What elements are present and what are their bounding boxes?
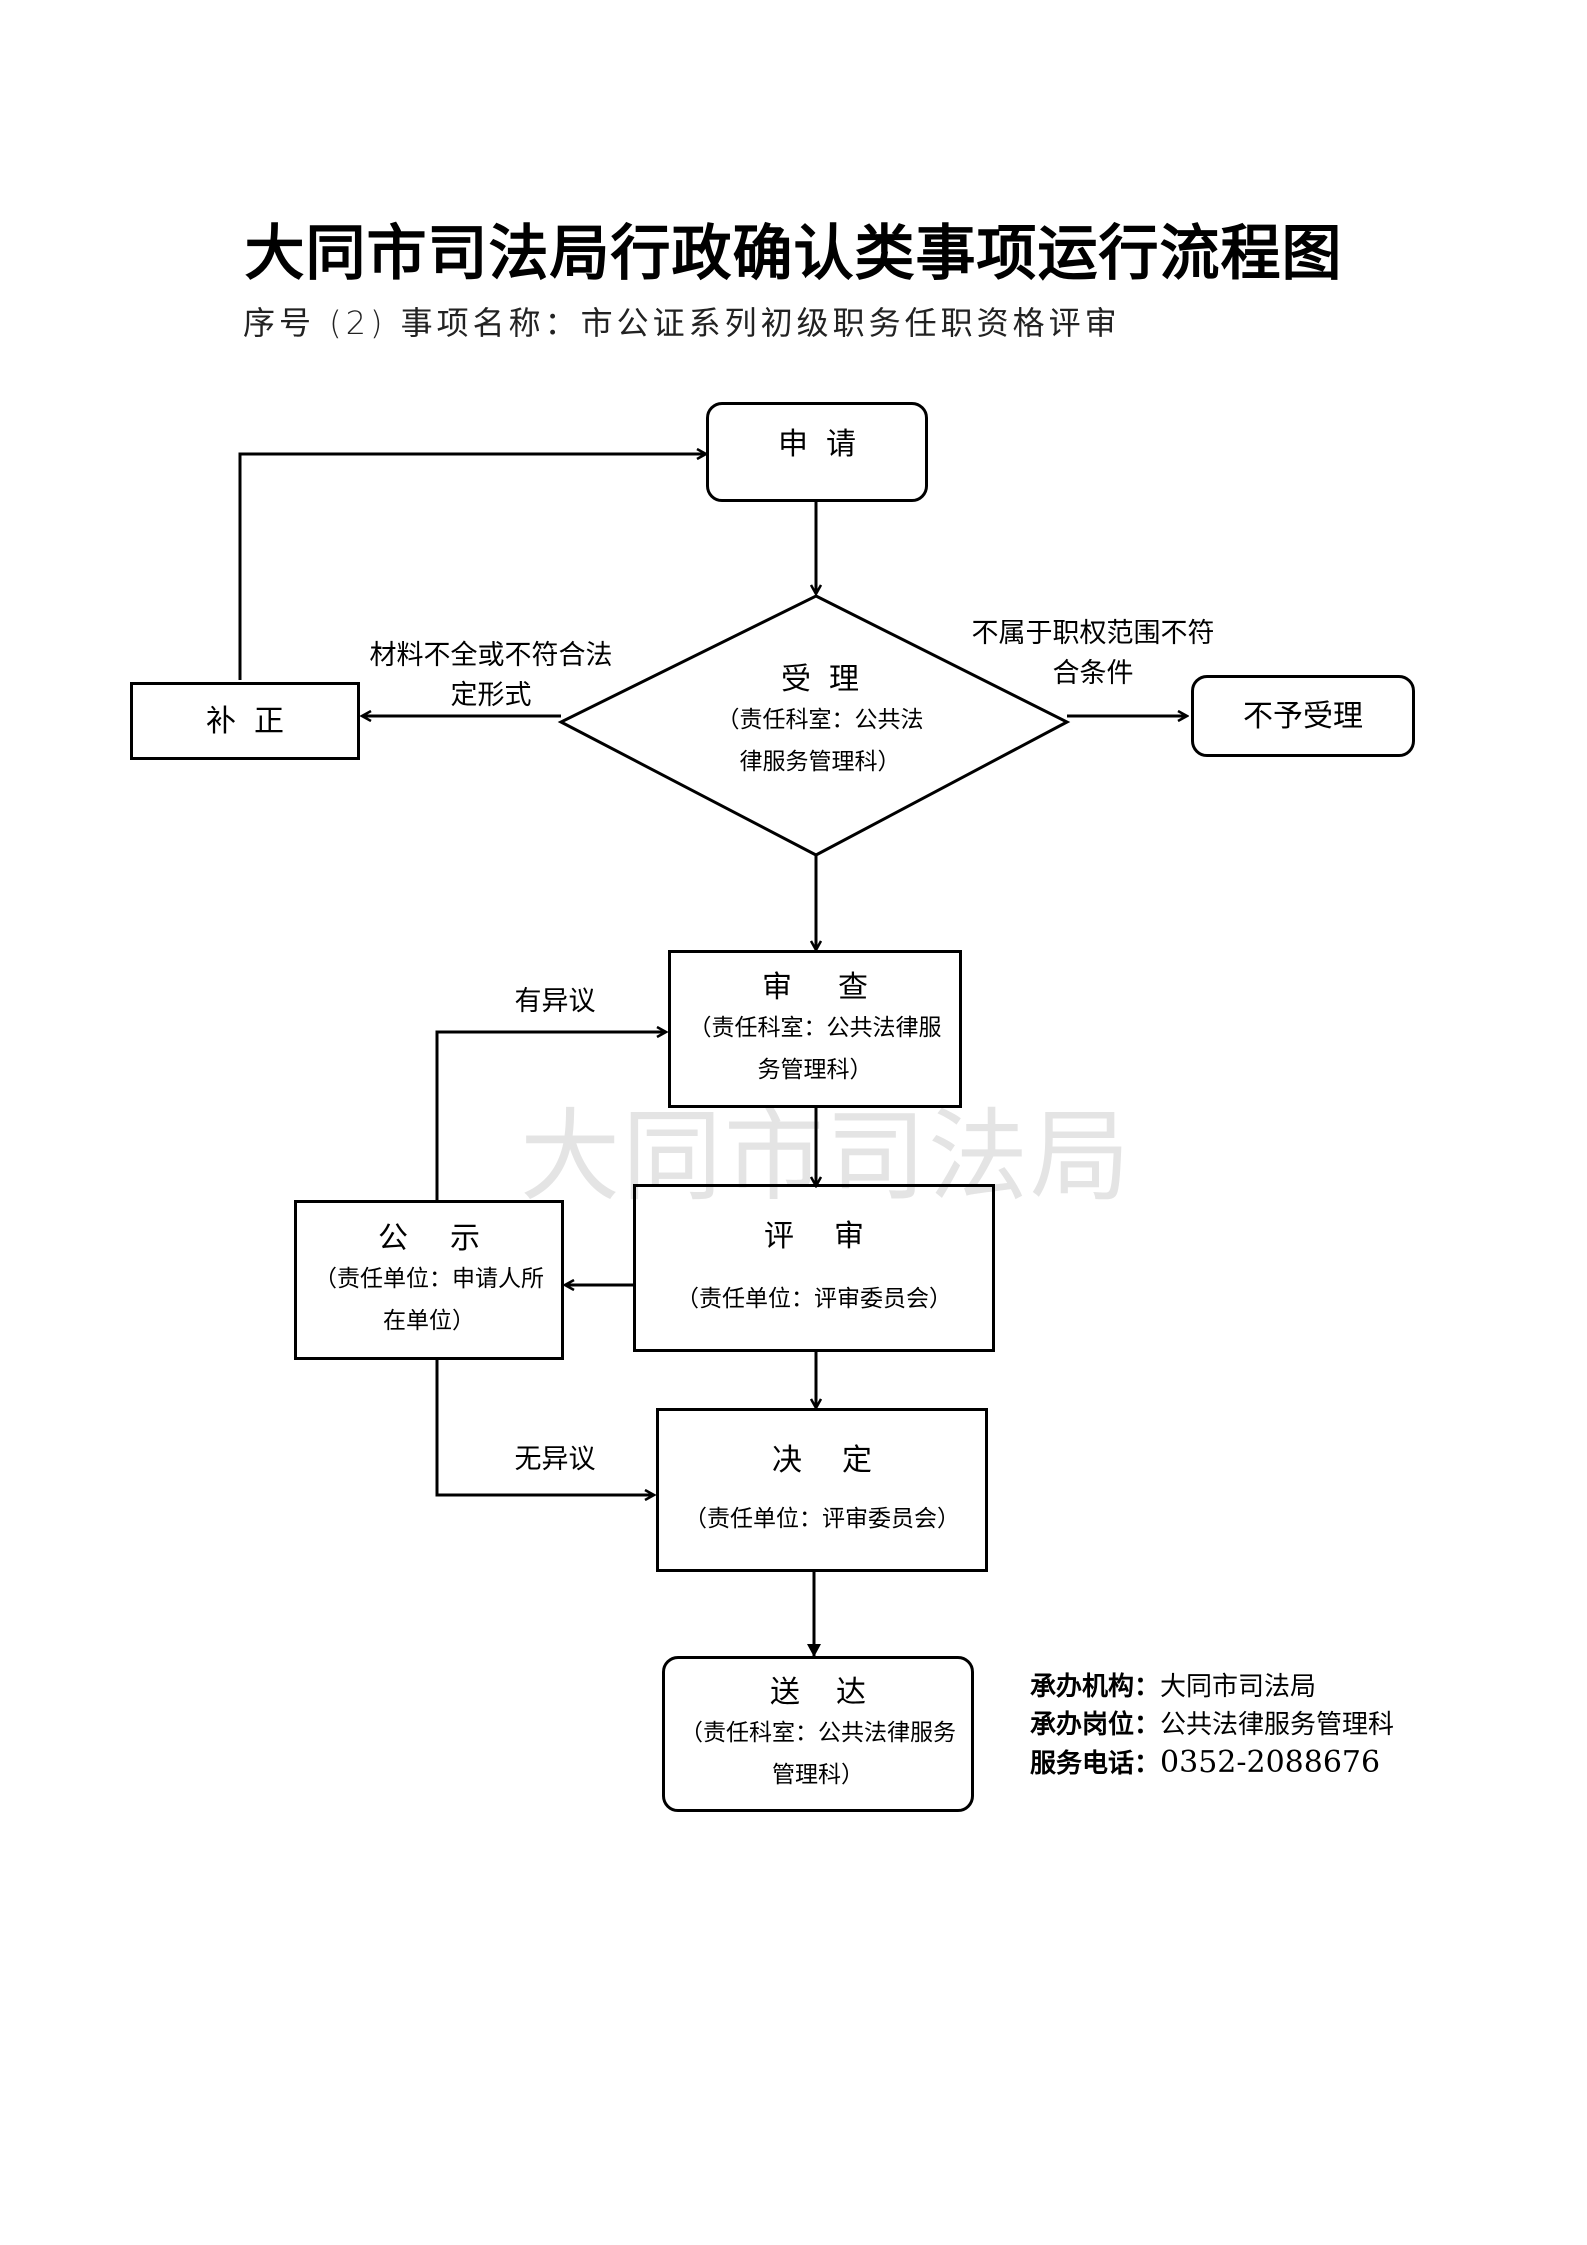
node-accept-title: 受理: [781, 662, 877, 697]
document-title: 大同市司法局行政确认类事项运行流程图: [244, 219, 1343, 289]
info-org-label: 承办机构：: [1030, 1672, 1161, 1702]
contact-info: 承办机构：大同市司法局 承办岗位：公共法律服务管理科 服务电话：0352-208…: [1030, 1668, 1394, 1783]
node-evaluate-sub: （责任单位：评审委员会）: [676, 1285, 952, 1312]
info-phone-label: 服务电话：: [1030, 1749, 1161, 1779]
node-apply-title: 申请: [778, 427, 874, 462]
info-post-label: 承办岗位：: [1030, 1710, 1161, 1740]
node-review-sub: （责任科室：公共法律服务管理科）: [688, 1014, 942, 1083]
node-deliver: 送达 （责任科室：公共法律服务管理科）: [662, 1656, 974, 1812]
node-reject-title: 不予受理: [1243, 698, 1363, 734]
node-supplement-title: 补正: [206, 703, 302, 739]
info-post: 承办岗位：公共法律服务管理科: [1030, 1706, 1394, 1744]
node-reject: 不予受理: [1191, 675, 1415, 757]
node-deliver-title: 送达: [770, 1674, 902, 1710]
node-accept: 受理 （责任科室：公共法律服务管理科）: [620, 660, 1020, 783]
edge-supplement-apply: [238, 454, 706, 680]
info-org: 承办机构：大同市司法局: [1030, 1668, 1394, 1706]
node-decide-sub: （责任单位：评审委员会）: [684, 1505, 960, 1532]
node-publicize-sub: （责任单位：申请人所在单位）: [314, 1265, 544, 1334]
label-out-of-scope: 不属于职权范围不符合条件: [971, 618, 1215, 689]
node-decide-title: 决定: [772, 1442, 912, 1478]
node-evaluate: 评审 （责任单位：评审委员会）: [633, 1184, 995, 1352]
edge-publicize-review: [435, 1032, 666, 1202]
document-subtitle: 序号 (2) 事项名称：市公证系列初级职务任职资格评审: [243, 304, 1121, 342]
info-phone: 服务电话：0352-2088676: [1030, 1744, 1394, 1783]
node-supplement: 补正: [130, 682, 360, 760]
info-phone-value: 0352-2088676: [1160, 1745, 1381, 1780]
node-deliver-sub: （责任科室：公共法律服务管理科）: [680, 1719, 956, 1788]
info-post-value: 公共法律服务管理科: [1160, 1710, 1395, 1740]
node-apply: 申请: [706, 402, 928, 502]
node-publicize-title: 公示: [378, 1220, 522, 1256]
label-has-objection: 有异议: [514, 986, 596, 1017]
label-no-objection: 无异议: [514, 1444, 596, 1475]
node-accept-sub: （责任科室：公共法律服务管理科）: [716, 707, 924, 775]
edge-publicize-decide: [435, 1360, 654, 1495]
node-evaluate-title: 评审: [764, 1218, 904, 1254]
node-publicize: 公示 （责任单位：申请人所在单位）: [294, 1200, 564, 1360]
node-review-title: 审查: [762, 969, 914, 1005]
node-review: 审查 （责任科室：公共法律服务管理科）: [668, 950, 962, 1108]
info-org-value: 大同市司法局: [1160, 1672, 1317, 1702]
node-decide: 决定 （责任单位：评审委员会）: [656, 1408, 988, 1572]
label-incomplete: 材料不全或不符合法定形式: [369, 640, 613, 711]
